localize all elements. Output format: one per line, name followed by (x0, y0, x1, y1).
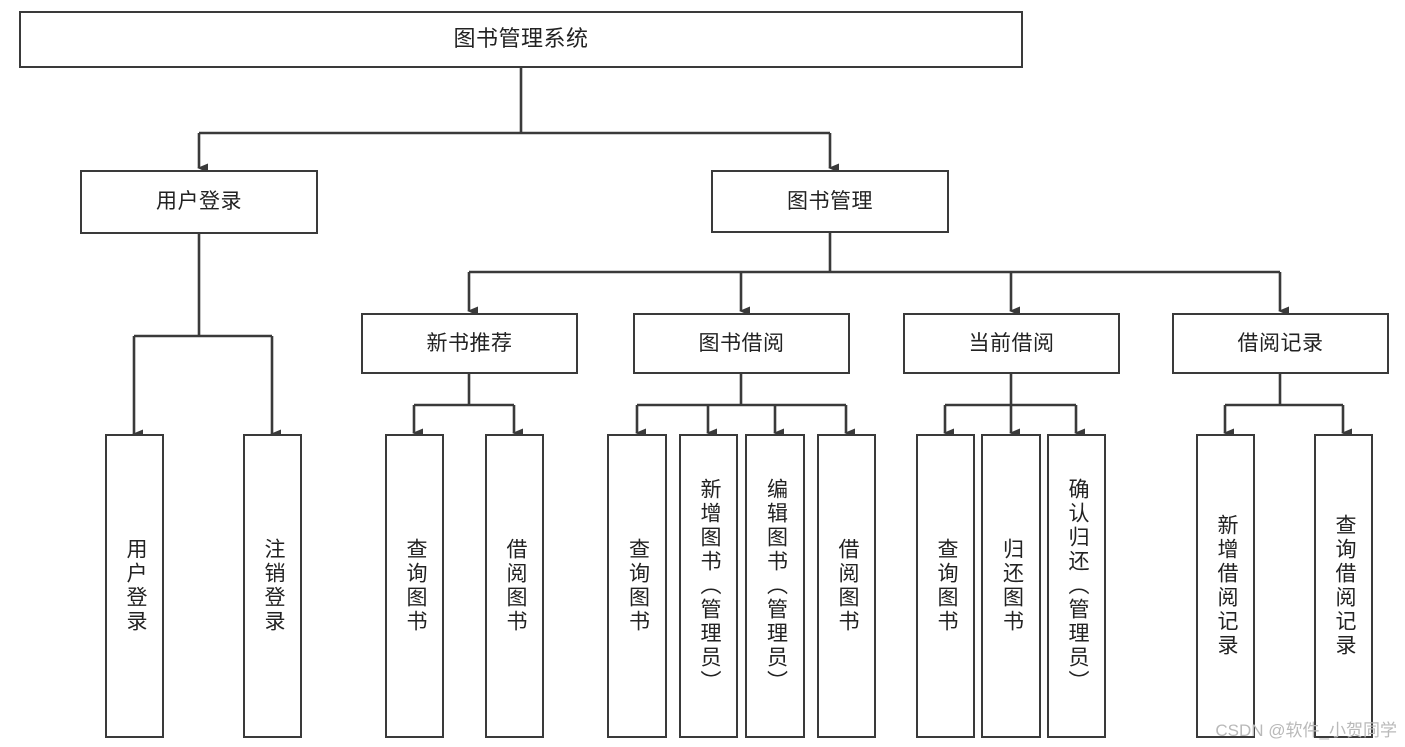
node-label: 注销登录 (261, 538, 285, 634)
leaf-query-book-newbook[interactable]: 查询图书 (385, 434, 444, 738)
leaf-query-borrow-record[interactable]: 查询借阅记录 (1314, 434, 1373, 738)
leaf-query-book-current[interactable]: 查询图书 (916, 434, 975, 738)
node-label: 借阅图书 (835, 538, 859, 634)
leaf-user-login[interactable]: 用户登录 (105, 434, 164, 738)
node-book-borrow[interactable]: 图书借阅 (633, 313, 850, 374)
leaf-return-book[interactable]: 归还图书 (981, 434, 1041, 738)
node-label: 查询图书 (626, 538, 650, 634)
leaf-confirm-return-admin[interactable]: 确认归还（管理员） (1047, 434, 1106, 738)
node-root-library-system[interactable]: 图书管理系统 (19, 11, 1023, 68)
node-label: 新书推荐 (426, 331, 513, 355)
node-label: 用户登录 (156, 190, 242, 214)
leaf-logout[interactable]: 注销登录 (243, 434, 302, 738)
node-current-borrow[interactable]: 当前借阅 (903, 313, 1120, 374)
leaf-edit-book-admin[interactable]: 编辑图书（管理员） (745, 434, 805, 738)
node-label: 新增借阅记录 (1214, 514, 1238, 658)
leaf-borrow-book-newbook[interactable]: 借阅图书 (485, 434, 544, 738)
node-label: 用户登录 (123, 538, 147, 634)
node-user-login[interactable]: 用户登录 (80, 170, 318, 234)
node-borrow-record[interactable]: 借阅记录 (1172, 313, 1389, 374)
leaf-borrow-book[interactable]: 借阅图书 (817, 434, 876, 738)
node-label: 归还图书 (1000, 538, 1024, 634)
node-label: 图书借阅 (698, 331, 785, 355)
node-label: 确认归还（管理员） (1065, 478, 1089, 694)
node-label: 查询借阅记录 (1332, 514, 1356, 658)
node-label: 当前借阅 (968, 331, 1055, 355)
node-label: 查询图书 (403, 538, 427, 634)
leaf-query-book-borrow[interactable]: 查询图书 (607, 434, 667, 738)
leaf-add-book-admin[interactable]: 新增图书（管理员） (679, 434, 738, 738)
node-label: 图书管理 (787, 189, 873, 213)
node-book-management[interactable]: 图书管理 (711, 170, 949, 233)
node-label: 编辑图书（管理员） (764, 478, 788, 694)
node-label: 新增图书（管理员） (697, 478, 721, 694)
node-new-book-recommend[interactable]: 新书推荐 (361, 313, 578, 374)
node-label: 图书管理系统 (453, 26, 589, 52)
csdn-watermark: CSDN @软件_小贺同学 (1215, 721, 1397, 740)
node-label: 查询图书 (934, 538, 958, 634)
node-label: 借阅记录 (1237, 331, 1324, 355)
leaf-add-borrow-record[interactable]: 新增借阅记录 (1196, 434, 1255, 738)
node-label: 借阅图书 (503, 538, 527, 634)
